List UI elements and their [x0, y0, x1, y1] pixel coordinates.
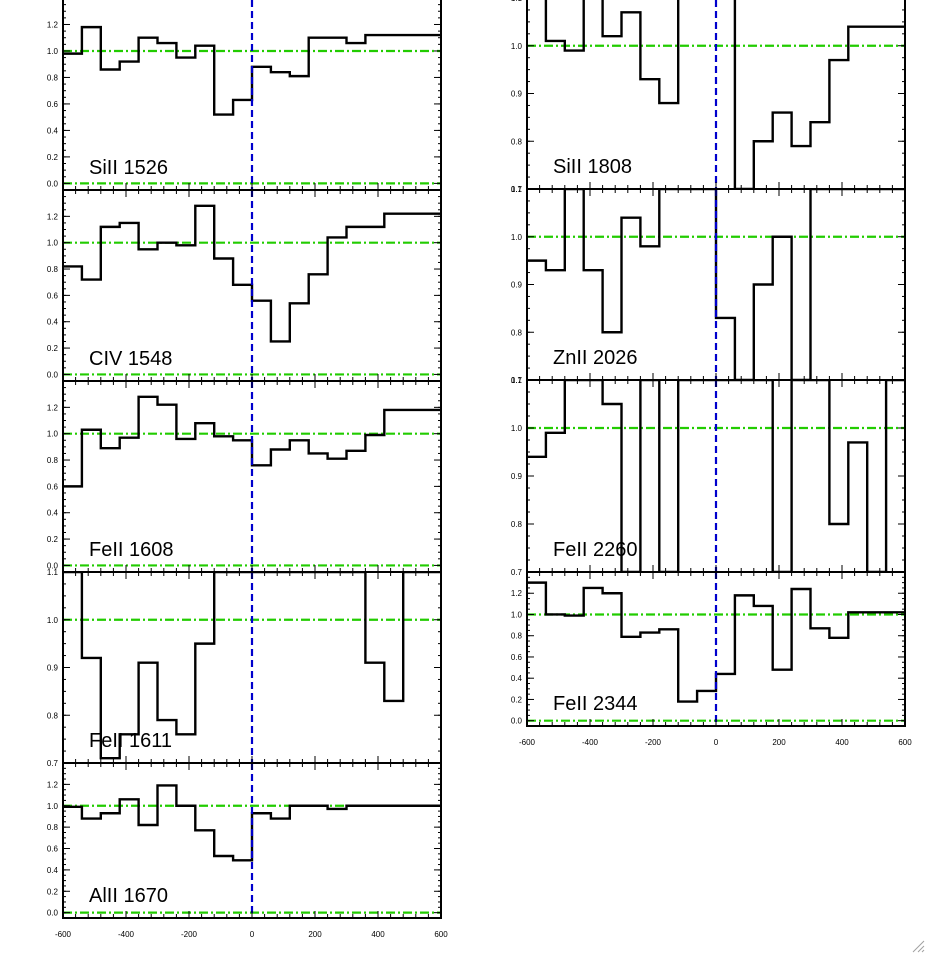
y-tick-label: 0.0: [511, 717, 523, 726]
y-tick-label: 1.0: [47, 430, 59, 439]
y-tick-label: 0.9: [511, 90, 523, 99]
ion-label: FeII 1608: [89, 539, 174, 561]
y-tick-label: 1.2: [47, 403, 59, 412]
y-tick-label: 0.7: [511, 568, 523, 577]
y-tick-label: 1.0: [511, 42, 523, 51]
x-tick-label: -600: [519, 738, 536, 747]
y-tick-label: 1.0: [47, 802, 59, 811]
x-tick-label: 0: [714, 738, 719, 747]
x-tick-label: 0: [250, 930, 255, 939]
y-tick-label: 1.0: [47, 239, 59, 248]
x-tick-label: 400: [371, 930, 385, 939]
panel-feii-2344: 0.0 0.2 0.4 0.6 0.8 1.0 1.2 -600 -400 -200 0 200 400…: [511, 571, 912, 747]
y-tick-label: 0.9: [511, 281, 523, 290]
flux-series: [63, 204, 441, 343]
flux-series: [527, 380, 905, 572]
ion-label: SiII 1526: [89, 157, 168, 179]
x-tick-label: 200: [772, 738, 786, 747]
y-tick-label: 1.1: [511, 0, 523, 3]
y-tick-label: 1.1: [47, 568, 59, 577]
y-tick-label: 1.0: [511, 233, 523, 242]
y-tick-label: 0.4: [47, 509, 59, 518]
y-tick-label: 1.2: [47, 212, 59, 221]
ion-label: FeII 2344: [553, 693, 638, 715]
ion-label: FeII 1611: [89, 730, 172, 752]
y-tick-label: 0.4: [511, 674, 523, 683]
x-tick-label: 400: [835, 738, 849, 747]
y-tick-label: 1.2: [47, 780, 59, 789]
y-tick-label: 0.2: [47, 153, 59, 162]
ion-label: SiII 1808: [553, 156, 632, 178]
y-tick-label: 0.7: [511, 376, 523, 385]
ion-label: FeII 2260: [553, 539, 638, 561]
y-tick-label: 0.4: [47, 126, 59, 135]
flux-series: [527, 189, 905, 380]
x-tick-label: -200: [181, 930, 198, 939]
flux-series: [527, 581, 905, 703]
y-tick-label: 0.7: [511, 185, 523, 194]
y-tick-label: 0.8: [511, 137, 523, 146]
flux-series: [63, 784, 441, 862]
flux-series: [63, 25, 441, 116]
y-tick-label: 0.2: [47, 344, 59, 353]
y-tick-label: 1.0: [511, 610, 523, 619]
y-tick-label: 0.8: [47, 711, 59, 720]
y-tick-label: 1.2: [47, 20, 59, 29]
y-tick-label: 0.0: [47, 370, 59, 379]
ion-label: AlII 1670: [89, 885, 168, 907]
y-tick-label: 0.2: [511, 695, 523, 704]
y-tick-label: 0.4: [47, 318, 59, 327]
x-tick-label: -600: [55, 930, 72, 939]
y-tick-label: 0.0: [47, 909, 59, 918]
y-tick-label: 0.8: [47, 73, 59, 82]
panel-alii-1670: 0.0 0.2 0.4 0.6 0.8 1.0 1.2 -600 -400 -200 0 200 400…: [47, 762, 448, 939]
y-tick-label: 0.6: [47, 291, 59, 300]
y-tick-label: 0.9: [47, 664, 59, 673]
ion-label: CIV 1548: [89, 348, 172, 370]
y-tick-label: 0.8: [511, 328, 523, 337]
y-tick-label: 1.0: [47, 47, 59, 56]
y-tick-label: 1.1: [511, 376, 523, 385]
panel-siii-1808: 0.70.80.91.01.1SiII 1808: [511, 0, 906, 194]
y-tick-label: 1.2: [511, 589, 523, 598]
x-tick-label: 600: [898, 738, 912, 747]
flux-series: [63, 395, 441, 488]
y-tick-label: 1.1: [511, 185, 523, 194]
y-tick-label: 0.6: [47, 845, 59, 854]
y-tick-label: 0.6: [47, 100, 59, 109]
x-tick-label: 600: [434, 930, 448, 939]
y-tick-label: 0.8: [47, 823, 59, 832]
y-tick-label: 0.2: [47, 535, 59, 544]
y-tick-label: 0.9: [511, 472, 523, 481]
ion-label: ZnII 2026: [553, 347, 638, 369]
y-tick-label: 0.8: [511, 520, 523, 529]
y-tick-label: 0.6: [511, 653, 523, 662]
y-tick-label: 0.6: [47, 482, 59, 491]
resize-grip-icon[interactable]: [911, 939, 925, 953]
y-tick-label: 0.8: [47, 456, 59, 465]
y-tick-label: 0.2: [47, 887, 59, 896]
x-tick-label: -400: [582, 738, 599, 747]
x-tick-label: -400: [118, 930, 135, 939]
y-tick-label: 0.4: [47, 866, 59, 875]
flux-series: [63, 572, 441, 760]
y-tick-label: 0.8: [511, 632, 523, 641]
y-tick-label: 0.0: [47, 561, 59, 570]
y-tick-label: 0.0: [47, 179, 59, 188]
y-tick-label: 1.0: [511, 424, 523, 433]
flux-series: [544, 0, 905, 189]
y-tick-label: 0.8: [47, 265, 59, 274]
x-tick-label: -200: [645, 738, 662, 747]
y-tick-label: 0.7: [47, 759, 59, 768]
y-tick-label: 1.0: [47, 616, 59, 625]
x-tick-label: 200: [308, 930, 322, 939]
